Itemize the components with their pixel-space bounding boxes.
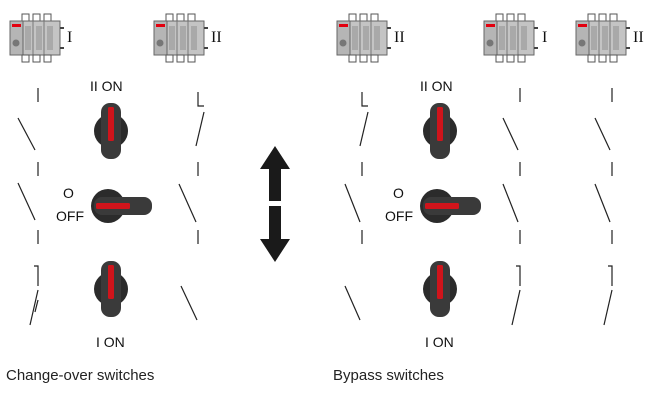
rotation-arrow	[260, 146, 290, 262]
switch-unit-4	[481, 13, 539, 63]
changeover-caption: Change-over switches	[6, 367, 155, 384]
contact-column-b	[502, 88, 521, 326]
bypass-panel	[334, 13, 631, 326]
switch-1-label: I	[67, 29, 73, 46]
handle-off-bypass	[420, 189, 481, 223]
contact-column-left	[17, 88, 39, 326]
position-ii-on-label: II ON	[90, 78, 123, 94]
bypass-position-o-label: O	[393, 185, 404, 201]
switch-3-label: II	[394, 29, 405, 46]
handle-i-on	[94, 261, 128, 317]
contact-column-c	[594, 88, 613, 326]
position-o-label: O	[63, 185, 74, 201]
switch-unit-3	[334, 13, 392, 63]
handle-i-on-bypass	[423, 261, 457, 317]
contact-column-a	[344, 92, 369, 321]
changeover-panel	[7, 13, 209, 326]
switch-2-label: II	[211, 29, 222, 46]
handle-ii-on-bypass	[423, 103, 457, 159]
switch-5-label: II	[633, 29, 644, 46]
position-i-on-label: I ON	[96, 334, 125, 350]
bypass-position-off-label: OFF	[385, 208, 413, 224]
position-off-label: OFF	[56, 208, 84, 224]
contact-column-right	[178, 92, 205, 321]
switch-unit-5	[573, 13, 631, 63]
bypass-position-ii-on-label: II ON	[420, 78, 453, 94]
handle-ii-on	[94, 103, 128, 159]
bypass-caption: Bypass switches	[333, 367, 444, 384]
bypass-position-i-on-label: I ON	[425, 334, 454, 350]
switch-4-label: I	[542, 29, 548, 46]
switch-unit-2	[151, 13, 209, 63]
switch-unit-1	[7, 13, 65, 63]
handle-off	[91, 189, 152, 223]
